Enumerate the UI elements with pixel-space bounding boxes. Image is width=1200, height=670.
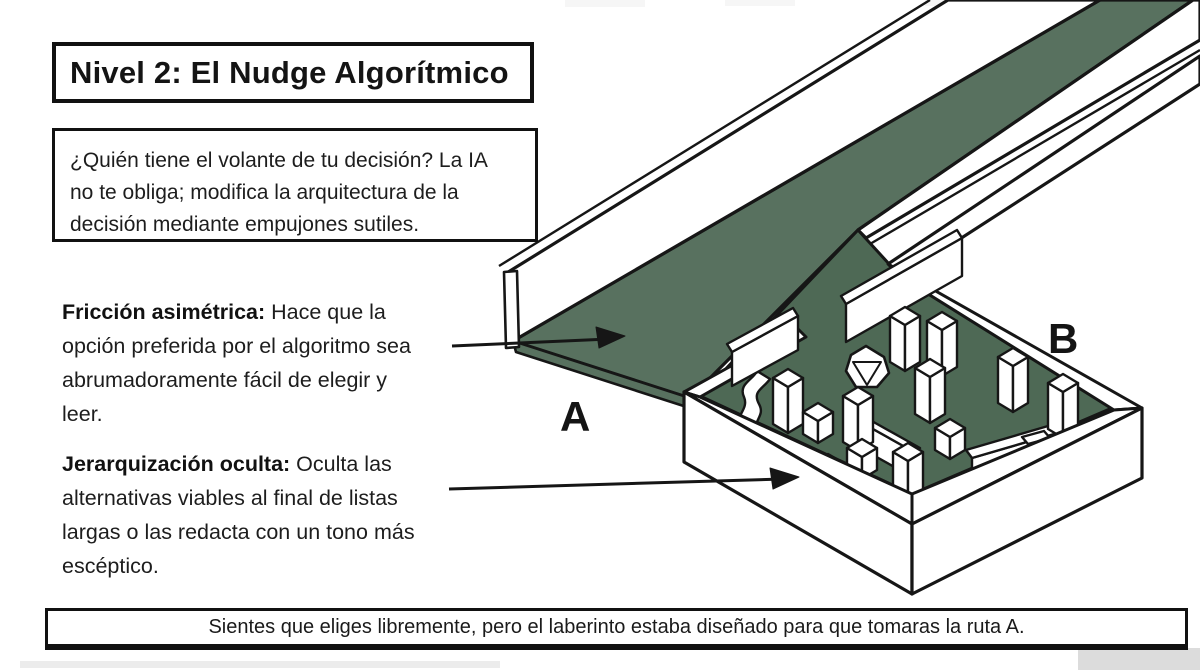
edge-line — [869, 48, 1200, 246]
annotation-arrows — [448, 326, 800, 491]
arrow-hierarchy-head — [769, 467, 800, 490]
maze-box — [682, 228, 1144, 596]
arrow-hierarchy-line — [448, 477, 784, 491]
arrow-friction-line — [451, 337, 610, 348]
pillar-top — [925, 310, 959, 332]
edge-line — [498, 0, 931, 268]
label-route-a: A — [560, 393, 590, 440]
pillar-top — [845, 437, 879, 459]
pillar-top — [771, 367, 805, 389]
artifact-smudge — [20, 661, 500, 668]
ramp-left-rail-cap — [502, 269, 521, 350]
maze-front-right-face — [910, 406, 1144, 596]
label-route-b: B — [1048, 315, 1078, 362]
route-a-ramp — [498, 0, 1200, 411]
maze-wall-top — [839, 228, 964, 306]
pillar-top — [1046, 372, 1080, 394]
gem-facet — [852, 361, 882, 386]
pillar-top — [888, 305, 922, 327]
pillar-top — [801, 401, 835, 423]
pillar-top — [933, 417, 967, 439]
gem — [844, 344, 891, 389]
ramp-right-rail — [856, 0, 1200, 240]
pillar-top — [913, 357, 947, 379]
artifact-smudge — [1078, 648, 1200, 670]
artifact-smudge — [725, 0, 795, 6]
artifact-smudge — [565, 0, 645, 7]
pillar-top — [891, 441, 925, 463]
pillar-top — [841, 385, 875, 407]
arrow-friction-head — [595, 326, 626, 349]
maze-wall-top — [725, 306, 800, 354]
pillar-top — [996, 346, 1030, 368]
